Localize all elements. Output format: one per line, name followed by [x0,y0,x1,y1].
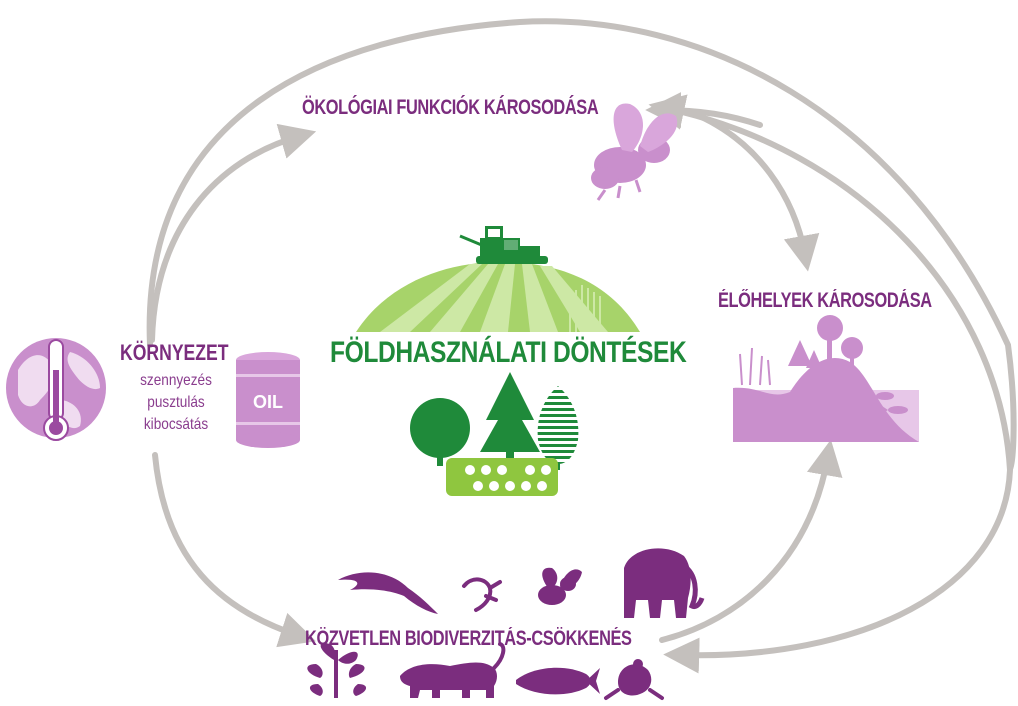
plant-icon [307,643,367,698]
oil-label: OIL [253,392,283,412]
arrow-loop-to-ecological [663,467,1013,674]
bee-icon [591,103,678,201]
environment-item: kibocsátás [143,416,209,433]
field-illustration [356,262,640,332]
tuna-icon [516,667,600,695]
environment-title: KÖRNYEZET [120,340,229,365]
panther-icon [400,642,506,698]
arrow-env-to-biodiversity [152,452,316,648]
logs-illustration [446,458,558,496]
environment-item: pusztulás [147,394,205,411]
shrimp-icon [462,577,502,612]
environment-items: szennyezés pusztulás kibocsátás [122,370,230,436]
bird-icon [338,572,438,614]
oil-barrel-icon: OIL [236,352,300,448]
arrow-env-to-ecological [149,123,317,343]
wasp-icon [538,567,582,605]
arrow-env-to-habitat-outer [146,18,1017,473]
trees-illustration [410,372,579,470]
environment-item: szennyezés [140,372,212,389]
land-use-title: FÖLDHASZNÁLATI DÖNTÉSEK [330,336,687,369]
arrows [146,18,1017,674]
arrow-biodiversity-habitat [659,439,843,643]
ecological-function-title: ÖKOLÓGIAI FUNKCIÓK KÁROSODÁSA [302,96,599,119]
habitat-illustration [733,315,919,442]
biodiversity-title: KÖZVETLEN BIODIVERZITÁS-CSÖKKENÉS [305,627,632,650]
frog-icon [604,659,664,700]
elephant-icon [624,548,705,618]
combine-harvester-icon [459,226,548,264]
habitat-title: ÉLŐHELYEK KÁROSODÁSA [718,289,932,312]
arrow-outer-head-ecological [648,94,1013,471]
thermometer-globe-icon [6,338,106,441]
